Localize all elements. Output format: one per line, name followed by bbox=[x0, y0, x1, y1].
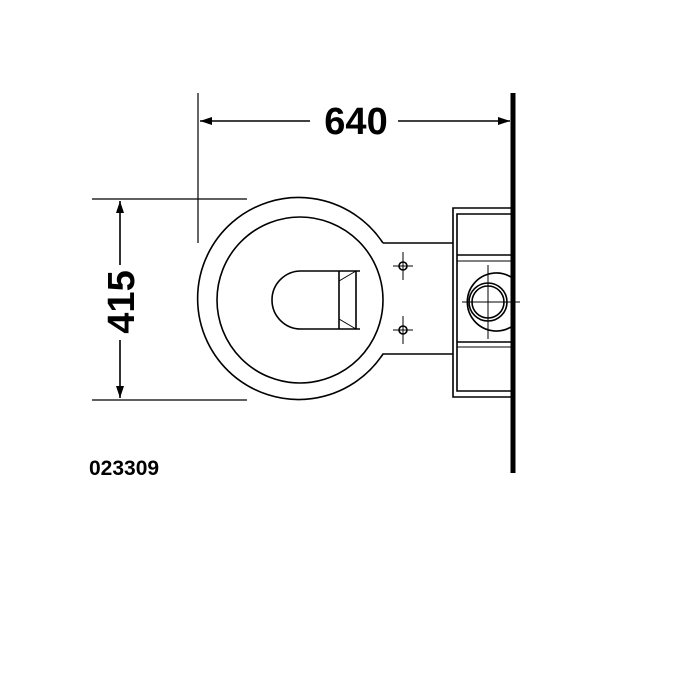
opening-diagonal bbox=[338, 318, 357, 330]
mounting-box-outer bbox=[452, 207, 511, 398]
drain-pipe bbox=[462, 265, 520, 339]
article-number: 023309 bbox=[89, 457, 159, 480]
bowl-opening bbox=[271, 270, 360, 330]
width-dimension-label: 640 bbox=[324, 101, 387, 143]
mounting-box-inner bbox=[456, 213, 511, 392]
opening-diagonal bbox=[338, 270, 357, 282]
bolt-hole-bottom bbox=[393, 316, 413, 344]
bowl-outline bbox=[196, 196, 453, 401]
depth-dimension-label: 415 bbox=[101, 270, 143, 333]
bowl-rim bbox=[216, 216, 384, 384]
bolt-hole-top bbox=[393, 252, 413, 280]
